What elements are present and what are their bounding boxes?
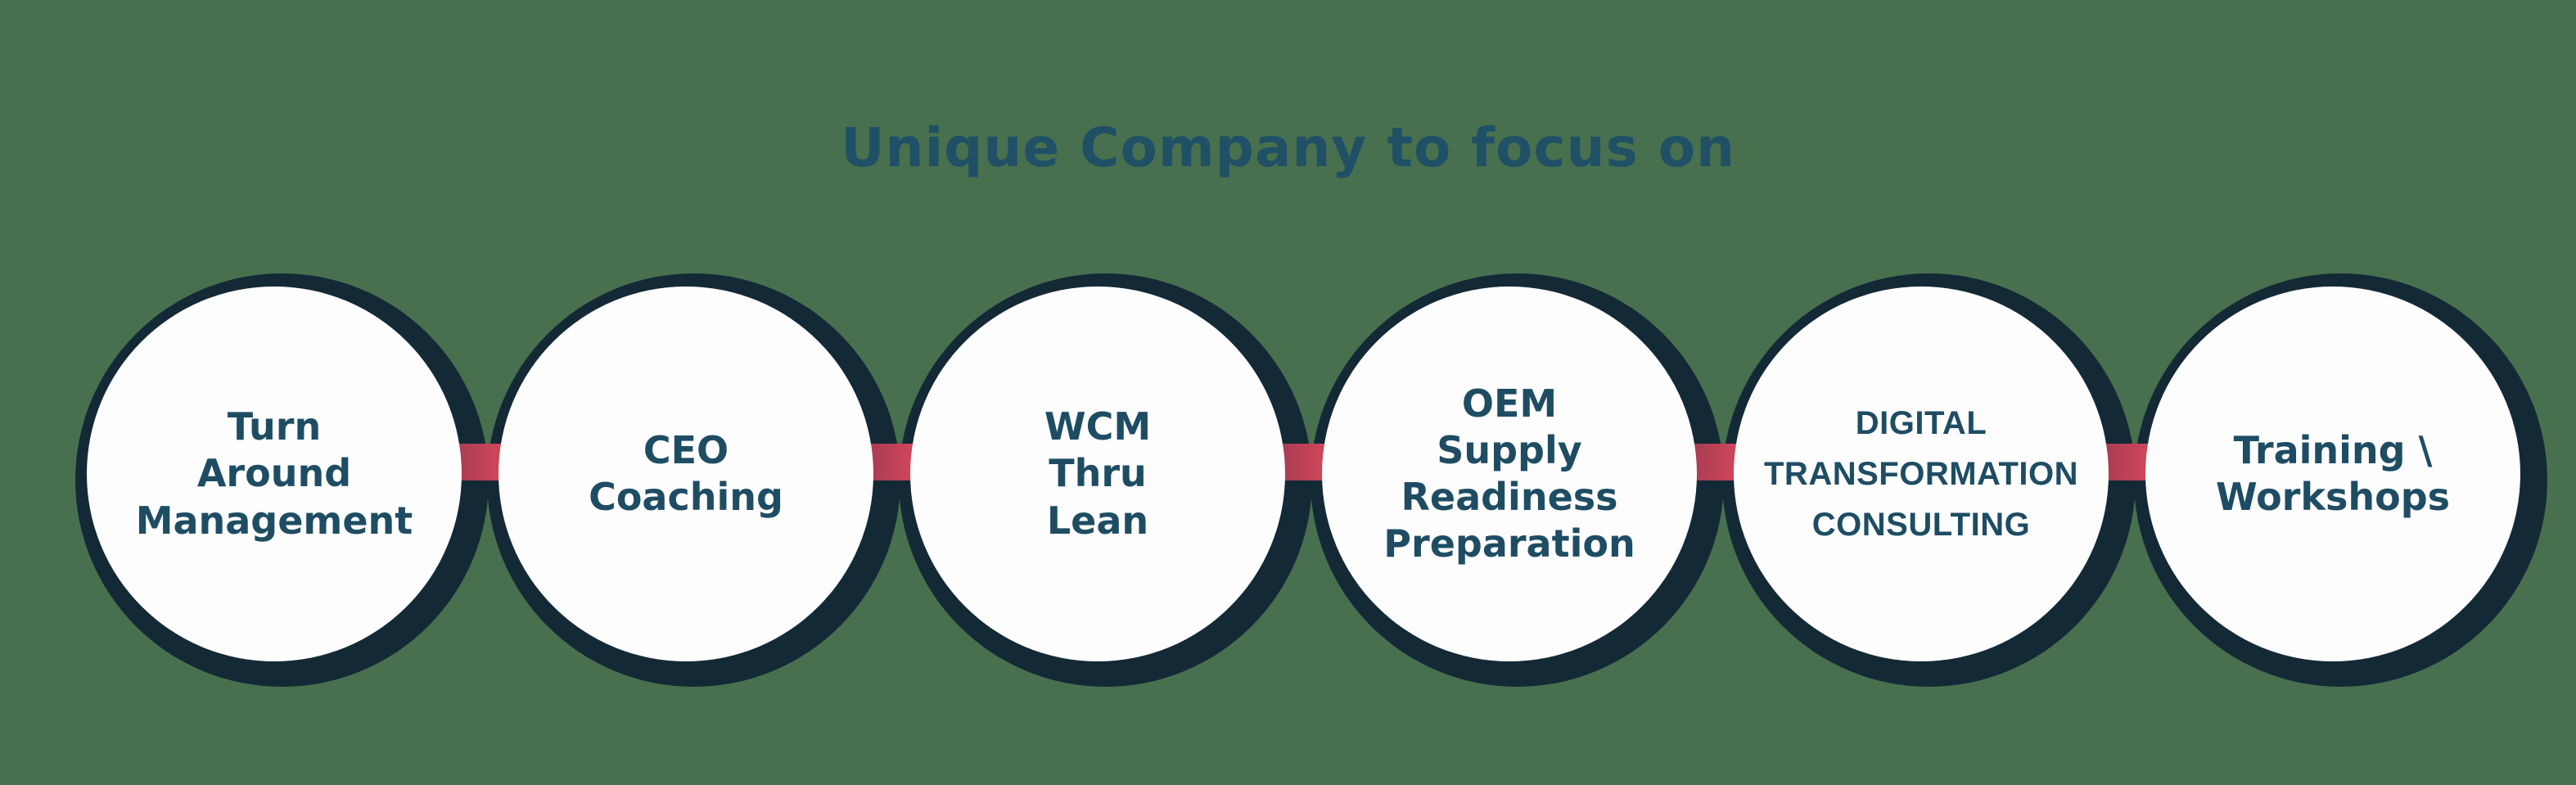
circle-label-line: OEM xyxy=(1461,381,1558,426)
circle-label-line: CONSULTING xyxy=(1811,507,2031,543)
circle-label-line: Readiness xyxy=(1401,475,1618,519)
circle-item-training-workshops: Training \Workshops xyxy=(2134,273,2547,687)
circle-label-line: Training \ xyxy=(2233,427,2433,472)
page-title: Unique Company to focus on xyxy=(840,116,1736,179)
circle-label-line: DIGITAL xyxy=(1855,405,1987,441)
circle-label-line: Lean xyxy=(1046,498,1149,543)
circle-label-line: Turn xyxy=(227,404,322,449)
circle-label-line: Preparation xyxy=(1383,521,1635,566)
circle-label-line: WCM xyxy=(1044,404,1152,449)
circle-item-digital-transformation-consulting: DIGITAL TRANSFORMATION CONSULTING xyxy=(1722,273,2136,687)
circle-label-line: Coaching xyxy=(589,475,783,519)
circle-label-line: Management xyxy=(135,498,413,543)
circle-label-line: Thru xyxy=(1049,451,1147,496)
circle-label-line: Around xyxy=(196,451,352,496)
circle-label-line: Supply xyxy=(1437,427,1582,472)
circle-label-line: TRANSFORMATION xyxy=(1764,456,2078,492)
circle-label-line: Workshops xyxy=(2215,475,2451,519)
circle-disc: DIGITAL TRANSFORMATION CONSULTING xyxy=(1734,286,2109,661)
circle-label-line: CEO xyxy=(643,427,729,472)
circle-label: Training \Workshops xyxy=(2216,427,2450,521)
circle-label: DIGITAL TRANSFORMATION CONSULTING xyxy=(1764,398,2078,550)
circle-disc: Training \Workshops xyxy=(2145,286,2520,661)
